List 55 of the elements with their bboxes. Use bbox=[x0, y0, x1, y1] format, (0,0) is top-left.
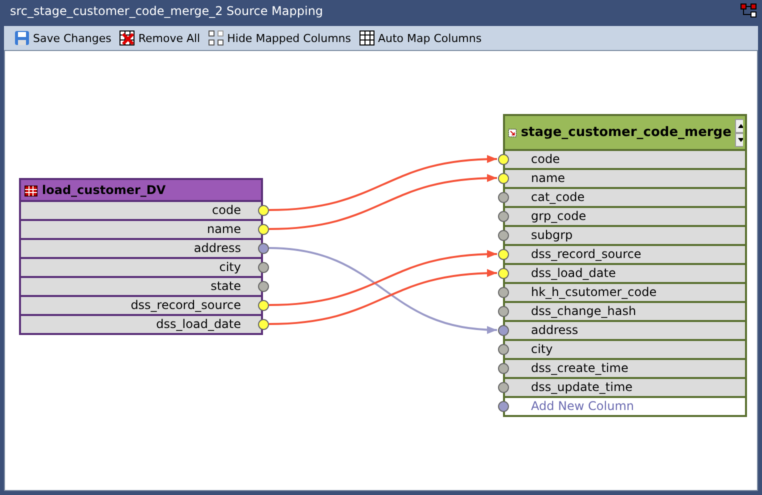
toolbar-button-label: Hide Mapped Columns bbox=[227, 32, 351, 44]
column-name: name bbox=[206, 222, 241, 236]
column-row bbox=[505, 377, 745, 396]
column-name: dss_create_time bbox=[531, 361, 628, 375]
column-row bbox=[505, 149, 745, 168]
column-row bbox=[505, 339, 745, 358]
column-name: grp_code bbox=[531, 209, 586, 223]
column-row bbox=[505, 244, 745, 263]
column-row bbox=[21, 200, 261, 219]
column-row bbox=[505, 168, 745, 187]
column-name: state bbox=[210, 279, 241, 293]
table-name: load_customer_DV bbox=[42, 183, 166, 197]
column-name: dss_load_date bbox=[531, 266, 616, 280]
column-name: city bbox=[531, 342, 553, 356]
column-name: address bbox=[194, 241, 241, 255]
column-row bbox=[505, 282, 745, 301]
column-row bbox=[505, 263, 745, 282]
column-name: dss_record_source bbox=[531, 247, 642, 261]
mapping-arrow bbox=[268, 269, 498, 325]
column-row bbox=[505, 320, 745, 339]
column-row bbox=[505, 206, 745, 225]
column-row bbox=[21, 219, 261, 238]
column-name: dss_record_source bbox=[130, 298, 241, 312]
toolbar-button-label: Auto Map Columns bbox=[378, 32, 482, 44]
column-name: dss_change_hash bbox=[531, 304, 636, 318]
column-name: dss_update_time bbox=[531, 380, 633, 394]
column-row bbox=[21, 276, 261, 295]
column-row bbox=[505, 301, 745, 320]
column-row bbox=[21, 295, 261, 314]
mapping-arrow bbox=[268, 247, 498, 334]
table-panel bbox=[19, 178, 263, 335]
column-row bbox=[21, 257, 261, 276]
table-name: stage_customer_code_merge bbox=[520, 125, 732, 140]
toolbar-button-label: Remove All bbox=[138, 32, 200, 44]
column-name: hk_h_csutomer_code bbox=[531, 285, 657, 299]
column-name: code bbox=[212, 203, 241, 217]
mapping-arrow bbox=[268, 250, 498, 306]
column-row bbox=[21, 238, 261, 257]
column-name: subgrp bbox=[531, 228, 573, 242]
column-row bbox=[21, 314, 261, 333]
mapping-arrow bbox=[268, 174, 498, 230]
column-name: name bbox=[531, 171, 566, 185]
table-panel bbox=[503, 114, 747, 417]
column-name: cat_code bbox=[531, 190, 585, 204]
column-row bbox=[505, 225, 745, 244]
column-row bbox=[505, 187, 745, 206]
column-name: dss_load_date bbox=[156, 317, 241, 331]
column-name: Add New Column bbox=[531, 399, 634, 413]
column-name: city bbox=[219, 260, 241, 274]
column-row bbox=[505, 358, 745, 377]
mapping-arrow bbox=[268, 155, 498, 211]
toolbar-button-label: Save Changes bbox=[33, 32, 112, 44]
window-title: src_stage_customer_code_merge_2 Source Mapping bbox=[10, 4, 324, 18]
column-name: address bbox=[531, 323, 578, 337]
column-name: code bbox=[531, 152, 560, 166]
